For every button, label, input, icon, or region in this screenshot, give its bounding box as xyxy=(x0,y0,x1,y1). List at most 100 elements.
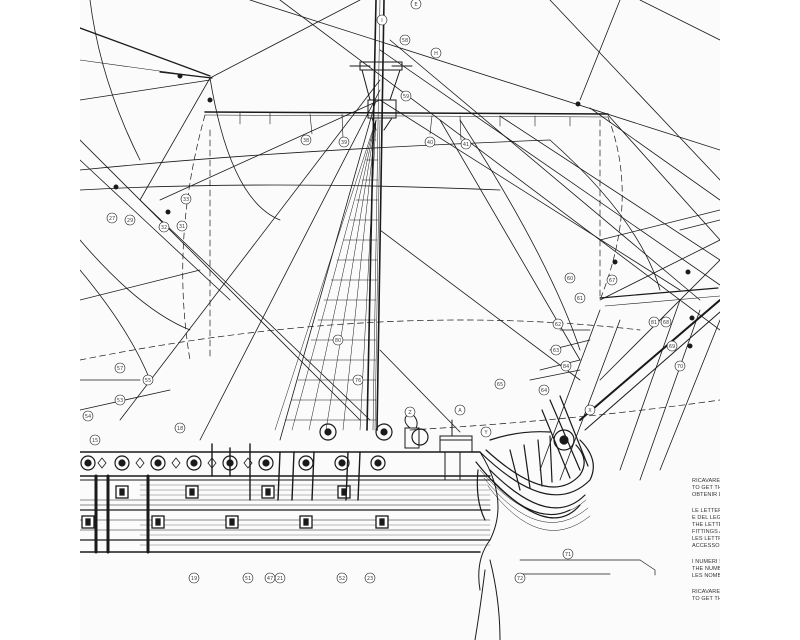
legend-line: ACCESSOIR xyxy=(692,543,720,549)
svg-text:40: 40 xyxy=(427,140,433,146)
callout-81: 81 xyxy=(648,316,660,328)
svg-text:39: 39 xyxy=(341,140,347,146)
svg-text:18: 18 xyxy=(177,426,183,432)
callout-29: 29 xyxy=(124,214,136,226)
callout-63: 63 xyxy=(550,344,562,356)
forecastle xyxy=(404,411,473,481)
svg-text:I: I xyxy=(381,18,382,24)
callout-64: 64 xyxy=(538,384,550,396)
callout-76: 76 xyxy=(352,374,364,386)
callout-15: 15 xyxy=(89,434,101,446)
legend-line: LES LETTR xyxy=(692,536,720,542)
callout-31: 31 xyxy=(176,220,188,232)
callout-69: 69 xyxy=(666,340,678,352)
callout-61: 61 xyxy=(574,292,586,304)
legend-line xyxy=(692,499,720,508)
callout-23: 23 xyxy=(364,572,376,584)
svg-text:71: 71 xyxy=(565,552,571,558)
legend-line: TO GET TH xyxy=(692,596,720,602)
yard-tackles xyxy=(239,112,571,141)
callout-Y: Y xyxy=(480,426,492,438)
svg-text:59: 59 xyxy=(403,94,409,100)
stays-and-shrouds xyxy=(80,0,720,481)
legend-line: THE NUMB xyxy=(692,566,720,572)
callout-40: 40 xyxy=(424,136,436,148)
svg-text:61: 61 xyxy=(577,296,583,302)
svg-text:55: 55 xyxy=(145,378,151,384)
callout-39: 39 xyxy=(338,136,350,148)
sail-curves xyxy=(80,0,720,381)
callout-33: 33 xyxy=(180,193,192,205)
svg-text:57: 57 xyxy=(117,366,123,372)
svg-text:47: 47 xyxy=(267,576,273,582)
legend-line: OBTENIR L xyxy=(692,492,720,498)
svg-text:51: 51 xyxy=(245,576,251,582)
svg-text:29: 29 xyxy=(127,218,133,224)
callout-67: 67 xyxy=(606,274,618,286)
legend-line: THE LETTE xyxy=(692,522,720,528)
callout-72: 72 xyxy=(514,572,526,584)
svg-text:Z: Z xyxy=(408,410,412,416)
callout-21: 21 xyxy=(274,572,286,584)
callout-X: X xyxy=(584,404,596,416)
callout-53: 53 xyxy=(114,394,126,406)
callout-60: 60 xyxy=(564,272,576,284)
callout-H: H xyxy=(430,47,442,59)
svg-text:84: 84 xyxy=(563,364,569,370)
svg-text:53: 53 xyxy=(117,398,123,404)
svg-text:38: 38 xyxy=(303,138,309,144)
svg-text:52: 52 xyxy=(339,576,345,582)
waterline xyxy=(519,559,656,576)
svg-text:76: 76 xyxy=(355,378,361,384)
svg-text:32: 32 xyxy=(161,225,167,231)
legend-line: E DEL LEG xyxy=(692,515,720,521)
rail-rosettes xyxy=(80,423,429,471)
legend-line: FITTINGS A xyxy=(692,529,720,535)
sprit-topmast-yard xyxy=(599,287,720,307)
bow-rails xyxy=(479,469,591,531)
svg-text:80: 80 xyxy=(335,338,341,344)
svg-text:23: 23 xyxy=(367,576,373,582)
callout-18: 18 xyxy=(174,422,186,434)
callout-65: 65 xyxy=(494,378,506,390)
svg-text:64: 64 xyxy=(541,388,547,394)
callout-58: 58 xyxy=(399,34,411,46)
svg-text:72: 72 xyxy=(517,576,523,582)
legend-line: RICAVARE xyxy=(692,478,720,484)
svg-text:41: 41 xyxy=(463,142,469,148)
svg-text:65: 65 xyxy=(497,382,503,388)
svg-text:63: 63 xyxy=(553,348,559,354)
callout-19: 19 xyxy=(188,572,200,584)
svg-text:19: 19 xyxy=(191,576,197,582)
callout-38: 38 xyxy=(300,134,312,146)
svg-text:60: 60 xyxy=(567,276,573,282)
callout-84: 84 xyxy=(560,360,572,372)
legend-line xyxy=(692,580,720,589)
legend-line: LE LETTER xyxy=(692,508,720,514)
callout-54: 54 xyxy=(82,410,94,422)
svg-text:A: A xyxy=(458,408,462,414)
svg-text:15: 15 xyxy=(92,438,98,444)
svg-text:54: 54 xyxy=(85,414,91,420)
legend-line: RICAVARE xyxy=(692,589,720,595)
blocks xyxy=(113,73,695,367)
hull xyxy=(80,451,501,640)
fore-yard xyxy=(80,27,213,79)
legend-line: I NUMERI S xyxy=(692,559,720,565)
legend-line: TO GET TH xyxy=(692,485,720,491)
main-yard xyxy=(204,111,609,118)
svg-text:X: X xyxy=(588,408,592,414)
callout-32: 32 xyxy=(158,221,170,233)
callout-47: 47 xyxy=(264,572,276,584)
shrouds-net xyxy=(274,119,381,431)
legend-line: LES NOMB xyxy=(692,573,720,579)
svg-text:62: 62 xyxy=(555,322,561,328)
callout-52: 52 xyxy=(336,572,348,584)
svg-text:58: 58 xyxy=(402,38,408,44)
callout-62: 62 xyxy=(552,318,564,330)
legend-line xyxy=(692,550,720,559)
svg-text:31: 31 xyxy=(179,224,185,230)
callout-70: 70 xyxy=(674,360,686,372)
